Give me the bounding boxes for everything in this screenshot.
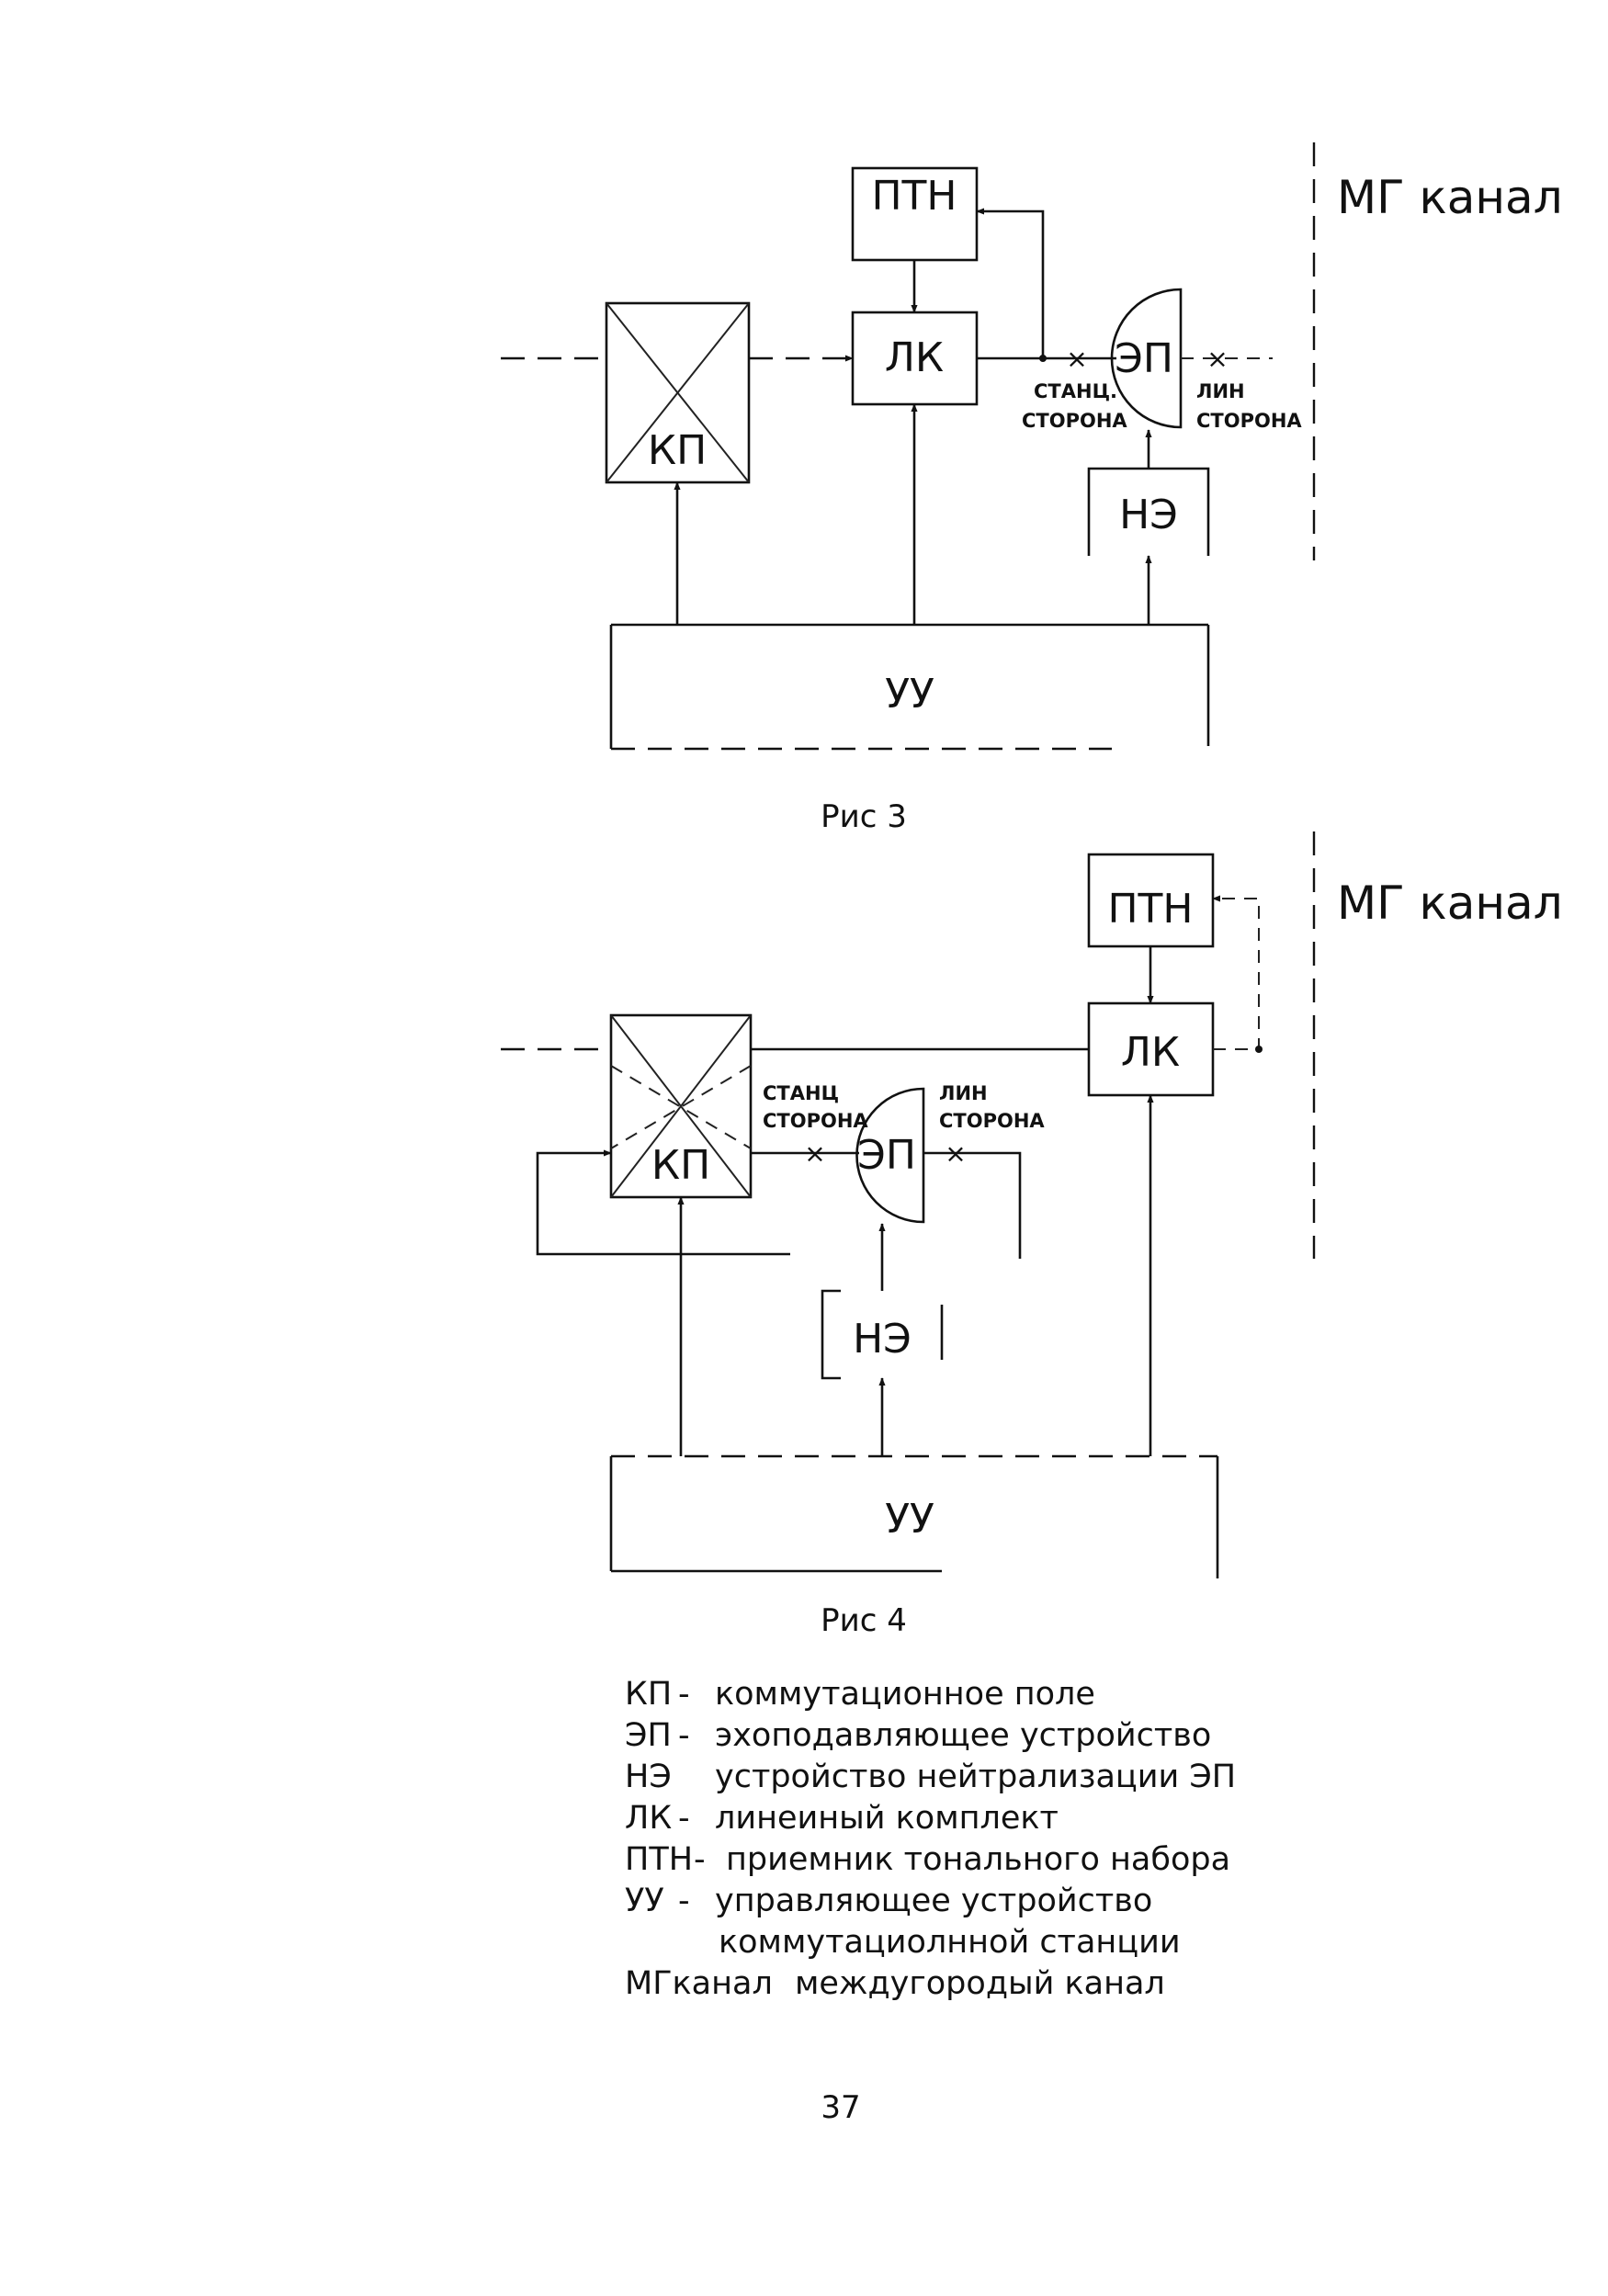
fig4-line-cross: × [945,1138,966,1169]
fig3-channel-label: МГ канал [1337,171,1563,224]
fig4-station-cross: × [804,1138,825,1169]
fig3-ptn-label: ПТН [871,173,957,220]
legend-desc: устройство нейтрализации ЭП [715,1759,1236,1795]
legend-sep: - [678,1676,690,1713]
fig3-kp-block: КП [605,301,751,484]
fig4-ep-block: ЭП [855,1087,925,1224]
fig3-ne-block: НЭ [1087,467,1210,556]
legend-desc: управляющее устройство [715,1883,1152,1919]
fig4-station-side-2: СТОРОНА [763,1110,868,1132]
fig4-ep-to-line [923,1151,1022,1259]
fig4-line-side-1: ЛИН [939,1082,988,1104]
fig3-tap-node [1039,355,1047,362]
fig3-ptn-block: ПТН [851,166,979,262]
legend-term: МГканал [625,1965,773,2002]
page-number: 37 [821,2089,860,2126]
legend-term: УУ [625,1883,664,1919]
fig4-uu-label: УУ [885,1496,934,1543]
legend: КП - коммутационное поле ЭП - эхоподавля… [625,1676,1236,2002]
legend-sep: - [678,1883,690,1919]
fig3-line-cross: × [1206,344,1228,374]
legend-term: КП [625,1676,672,1713]
fig4-station-side-1: СТАНЦ [763,1082,839,1104]
legend-desc: приемник тонального набора [726,1841,1230,1878]
fig4-ne-label: НЭ [853,1316,912,1363]
fig4-kp-label: КП [651,1142,710,1189]
fig4-lk-to-ptn [1212,895,1260,1050]
fig3-line-side-1: ЛИН [1196,380,1245,402]
fig3-uu-label: УУ [885,671,934,718]
legend-desc: линеиный комплект [715,1800,1059,1837]
fig4-ptn-block: ПТН [1087,853,1215,948]
legend-term: ПТН [625,1841,693,1878]
legend-desc: междугородый канал [795,1965,1165,2002]
fig3-lk-block: ЛК [851,311,979,406]
fig3-line-side-2: СТОРОНА [1196,410,1302,432]
fig4-ep-label: ЭП [857,1132,916,1179]
fig3-ep-label: ЭП [1115,335,1173,382]
fig3-ne-label: НЭ [1119,492,1178,538]
fig3-ep-block: ЭП [1110,288,1183,429]
legend-term: ЛК [625,1800,672,1837]
legend-term: ЭП [625,1717,672,1754]
fig4-ptn-label: ПТН [1107,886,1193,933]
fig3-station-side-1: СТАНЦ. [1034,380,1117,402]
figure-4-diagram: МГ канал КП ПТН ЛК × [501,831,1563,1639]
fig4-ne-block: НЭ [821,1289,944,1380]
fig4-tap-node [1255,1046,1263,1053]
legend-sep: - [694,1841,706,1878]
figure-3-diagram: МГ канал КП ПТН ЛК × ЭП [501,142,1563,835]
fig3-lk-label: ЛК [885,334,944,381]
fig4-caption: Рис 4 [821,1602,907,1639]
fig3-tap-to-ptn [976,208,1045,358]
fig3-station-side-2: СТОРОНА [1022,410,1127,432]
fig3-station-cross: × [1066,344,1087,374]
fig3-kp-label: КП [648,427,707,474]
legend-sep: - [678,1717,690,1754]
legend-desc: эхоподавляющее устройство [715,1717,1211,1754]
legend-term: НЭ [625,1759,672,1795]
fig4-channel-label: МГ канал [1337,877,1563,930]
fig4-lk-label: ЛК [1121,1029,1180,1076]
fig4-uu-block: УУ [609,1454,1219,1578]
fig4-lk-block: ЛК [1087,1001,1215,1097]
legend-desc: коммутациолнной станции [719,1924,1181,1961]
legend-desc: коммутационное поле [715,1676,1095,1713]
fig4-kp-block: КП [609,1013,753,1199]
legend-sep: - [678,1800,690,1837]
fig3-uu-block: УУ [609,623,1210,751]
fig3-caption: Рис 3 [821,798,907,835]
fig4-kp-loop [536,1149,790,1256]
fig4-line-side-2: СТОРОНА [939,1110,1045,1132]
